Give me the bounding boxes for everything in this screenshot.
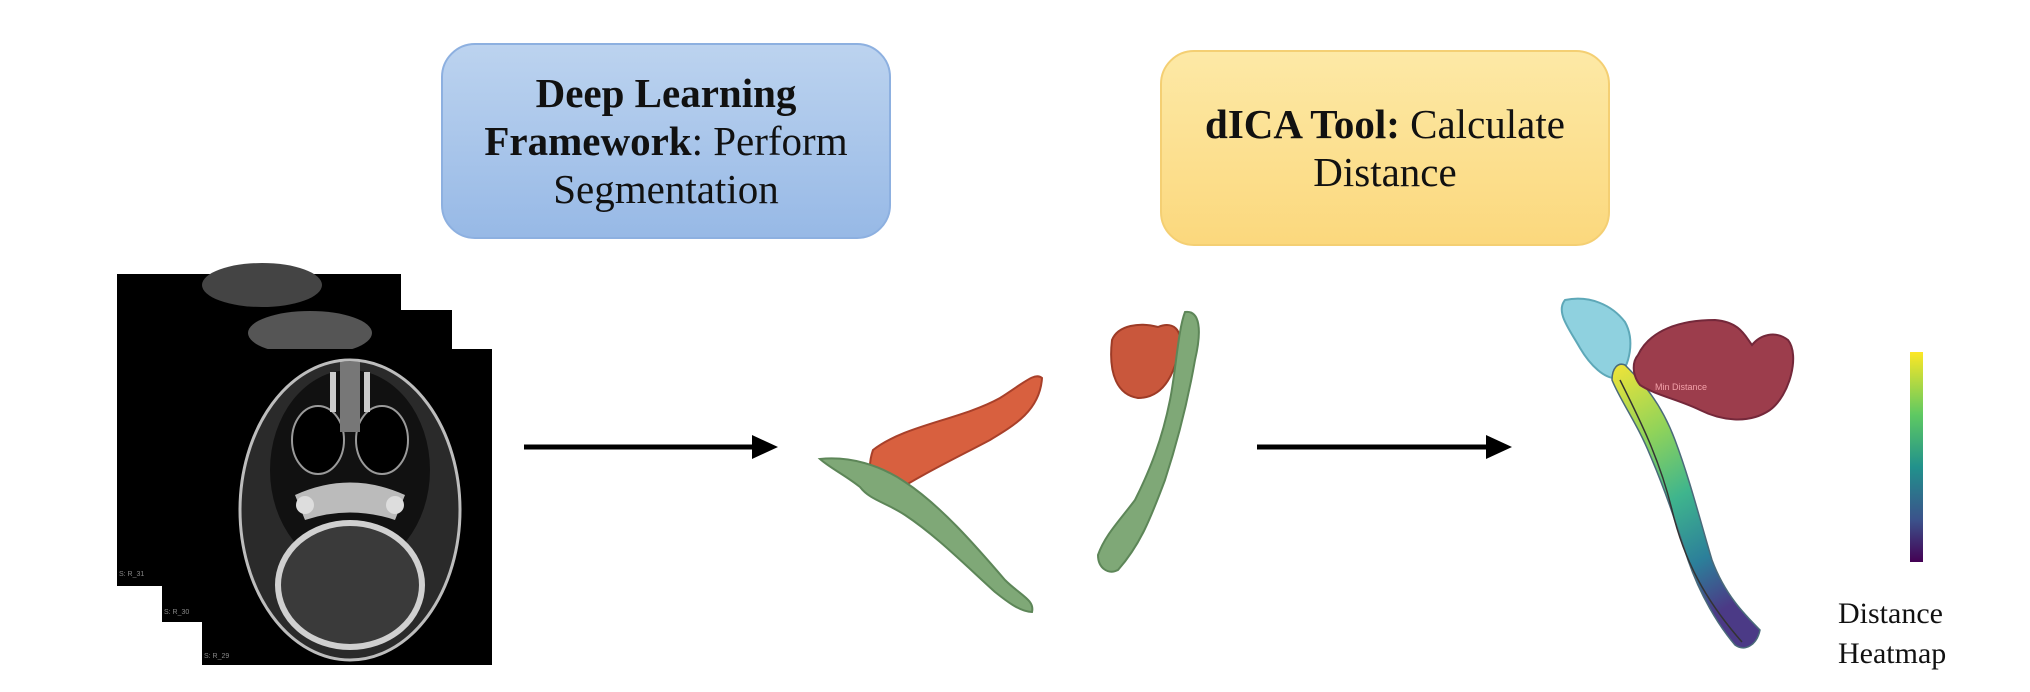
svg-text:S: R_30: S: R_30: [164, 609, 189, 616]
svg-text:S: R_31: S: R_31: [119, 571, 144, 578]
distance-title-rest: Calculate: [1399, 101, 1565, 147]
svg-text:S: R_29: S: R_29: [204, 653, 229, 660]
arrow-distance: [1257, 435, 1512, 459]
segmentation-step-box: Deep Learning Framework: Perform Segment…: [441, 43, 891, 239]
ct-skull-image: [238, 358, 462, 662]
distance-heatmap-vessel: Min Distance: [1560, 297, 1795, 649]
distance-colorbar: [1910, 352, 1923, 562]
segmentation-title-bold-2: Framework: [484, 118, 692, 164]
segmentation-title-bold: Deep Learning: [535, 70, 797, 116]
distance-title-bold: dICA Tool:: [1205, 101, 1400, 147]
segmentation-view-2: [1096, 310, 1200, 573]
colorbar-label-line1: Distance: [1838, 597, 1943, 630]
segmentation-title-rest: : Perform: [691, 118, 848, 164]
distance-step-box: dICA Tool: Calculate Distance: [1160, 50, 1610, 246]
colorbar-label: Distance Heatmap: [1838, 594, 1946, 674]
min-distance-label: Min Distance: [1655, 382, 1707, 392]
segmentation-title-line3: Segmentation: [553, 166, 779, 212]
colorbar-label-line2: Heatmap: [1838, 637, 1947, 670]
arrow-segmentation: [524, 435, 778, 459]
distance-title-line2: Distance: [1313, 149, 1457, 195]
segmentation-view-1: [817, 375, 1044, 614]
ct-slice-stack: S: R_31 S: R_30 S: R_29: [117, 263, 492, 665]
